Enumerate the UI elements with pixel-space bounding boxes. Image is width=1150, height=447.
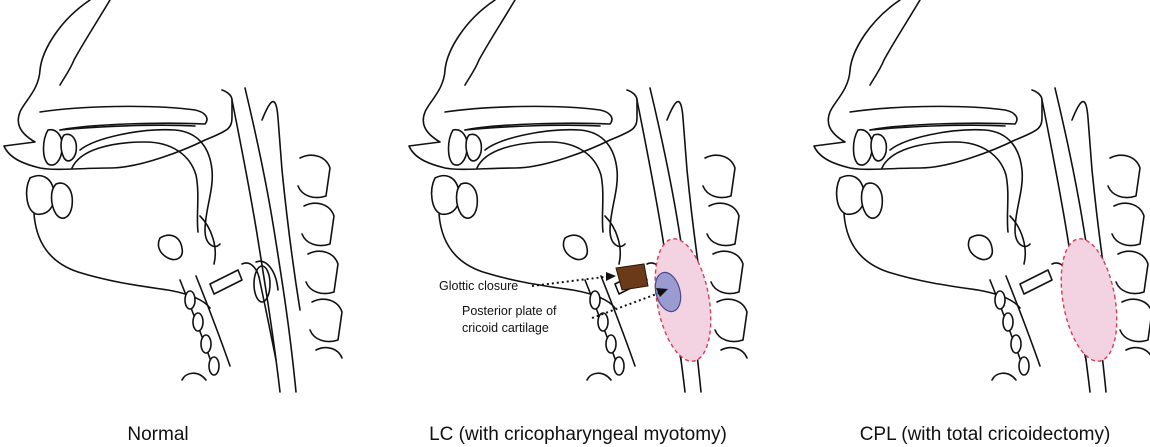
- panel-normal: Normal: [4, 0, 342, 445]
- leader-glottic-closure: [532, 276, 612, 286]
- caption-cpl: CPL (with total cricoidectomy): [860, 424, 1111, 445]
- annotation-posterior-plate-line2: cricoid cartilage: [462, 321, 549, 335]
- caption-lc: LC (with cricopharyngeal myotomy): [429, 424, 727, 445]
- glottic-closure-marker: [616, 264, 648, 290]
- annotation-posterior-plate-line1: Posterior plate of: [462, 304, 557, 318]
- arrowhead-glottic: [606, 272, 616, 281]
- panel-lc: Glottic closure Posterior plate of crico…: [409, 0, 747, 445]
- panel-cpl: CPL (with total cricoidectomy): [814, 0, 1150, 445]
- leader-cricoid: [592, 292, 662, 318]
- caption-normal: Normal: [127, 424, 188, 445]
- anatomy-normal: [4, 0, 342, 392]
- annotation-glottic-closure: Glottic closure: [439, 279, 518, 293]
- resection-zone-cpl: [1053, 234, 1126, 365]
